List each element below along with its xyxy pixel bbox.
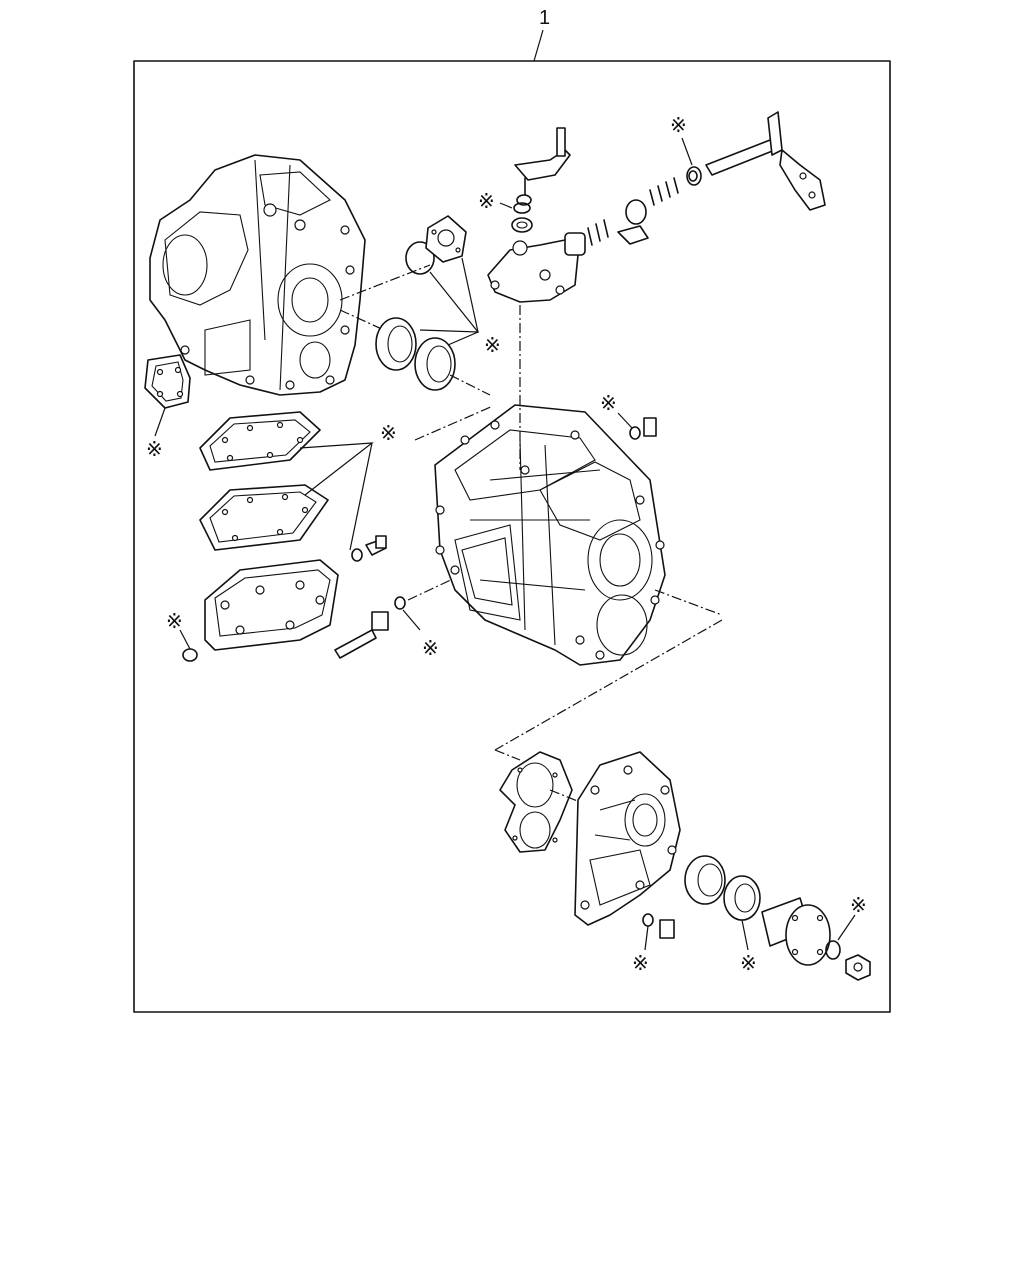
fill-plug xyxy=(659,919,675,939)
callout-number: 1 xyxy=(539,7,550,29)
drain-plug xyxy=(365,535,387,556)
kit-marker: ※ xyxy=(484,333,501,357)
shift-lever-arm xyxy=(514,127,571,206)
output-seal xyxy=(723,875,761,921)
square-gasket xyxy=(425,215,467,263)
top-gasket-2 xyxy=(199,484,329,551)
lock-nut xyxy=(845,954,871,981)
axis-line-1 xyxy=(339,264,431,301)
extension-gasket xyxy=(499,751,573,853)
oil-seal-1 xyxy=(375,317,417,371)
kit-marker: ※ xyxy=(146,437,163,461)
axis-line-6 xyxy=(494,749,521,761)
output-bearing xyxy=(684,855,726,905)
o-ring-small xyxy=(351,548,363,562)
kit-marker: ※ xyxy=(632,951,649,975)
callout-leader xyxy=(533,29,544,62)
diagram-frame xyxy=(133,60,891,1013)
detent-bolt xyxy=(334,596,406,659)
o-ring-small xyxy=(642,913,654,927)
companion-flange xyxy=(761,897,831,966)
o-ring-large xyxy=(405,241,435,275)
shift-rod xyxy=(705,111,826,211)
kit-marker: ※ xyxy=(422,636,439,660)
o-ring-small xyxy=(825,940,841,960)
top-gasket-1 xyxy=(199,411,321,471)
kit-marker: ※ xyxy=(740,951,757,975)
kit-marker: ※ xyxy=(166,609,183,633)
o-ring-small xyxy=(182,648,198,662)
shift-tower xyxy=(487,239,579,303)
axis-line-5 xyxy=(494,619,723,751)
oil-seal-2 xyxy=(414,337,456,391)
shift-springs xyxy=(564,166,702,256)
kit-marker: ※ xyxy=(850,893,867,917)
main-transmission-case xyxy=(434,404,666,666)
extension-housing xyxy=(574,751,681,926)
breather-bolt xyxy=(643,417,657,437)
kit-marker: ※ xyxy=(478,189,495,213)
cover-gasket xyxy=(144,354,191,409)
o-ring-small xyxy=(629,426,641,440)
shaft-seal xyxy=(688,170,698,182)
kit-marker: ※ xyxy=(380,421,397,445)
seal-washer xyxy=(511,202,533,233)
kit-marker: ※ xyxy=(600,391,617,415)
axis-line-4 xyxy=(654,589,723,616)
clutch-housing xyxy=(149,154,366,396)
kit-marker: ※ xyxy=(670,113,687,137)
top-cover xyxy=(204,559,339,651)
